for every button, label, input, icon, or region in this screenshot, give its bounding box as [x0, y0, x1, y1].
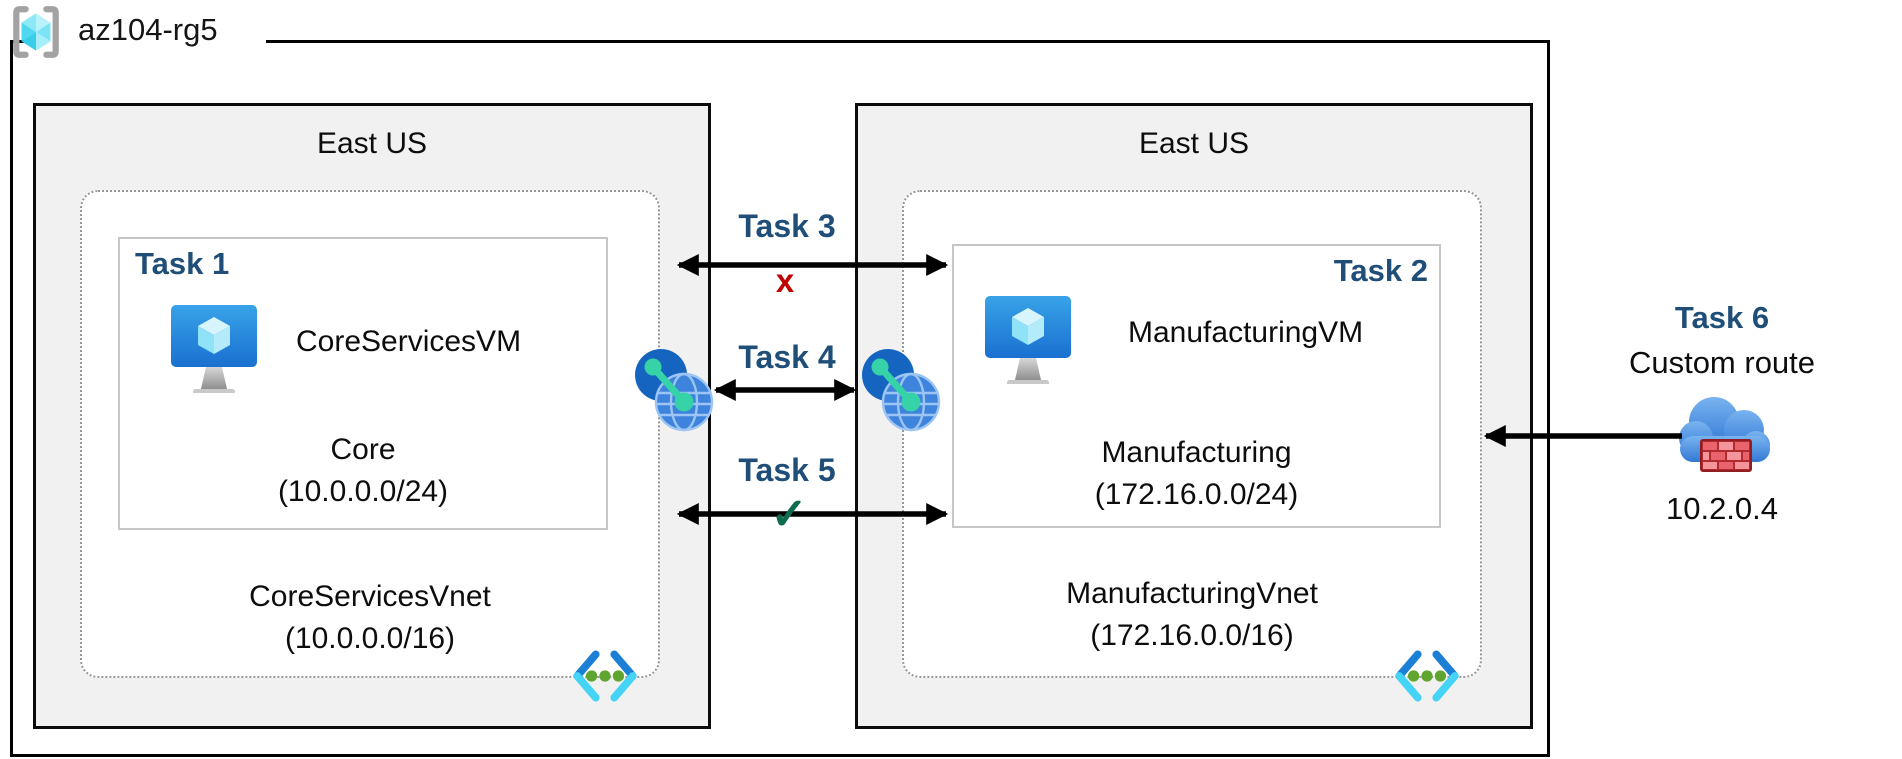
resource-group-icon — [13, 6, 59, 58]
task5-allowed-mark: ✓ — [770, 490, 808, 539]
vm-name: CoreServicesVM — [296, 325, 522, 358]
vnet-peering-icon-right — [862, 349, 941, 432]
resource-group-label-gap — [24, 33, 266, 48]
subnet-cidr: (10.0.0.0/24) — [277, 475, 449, 508]
task5-label: Task 5 — [738, 452, 836, 488]
subnet-box-manufacturing: Task 2 ManufacturingVM Manufacturing (17… — [952, 244, 1441, 528]
subnet-name: Core — [330, 433, 396, 466]
vnet-caption-coreservices: CoreServicesVnet (10.0.0.0/16) — [82, 576, 658, 660]
task4-label: Task 4 — [738, 339, 836, 375]
vm-coreservices: CoreServicesVM — [168, 303, 521, 405]
custom-route-ip: 10.2.0.4 — [1665, 491, 1779, 526]
task1-label: Task 1 — [135, 246, 230, 281]
vnet-cidr: (172.16.0.0/16) — [1090, 619, 1294, 652]
subnet-box-core: Task 1 — [118, 237, 608, 530]
region-left: East US Task 1 — [33, 103, 711, 729]
vm-name: ManufacturingVM — [1128, 316, 1364, 349]
virtual-network-icon — [573, 650, 637, 702]
cube-glyph — [21, 13, 51, 51]
subnet-caption-manufacturing: Manufacturing (172.16.0.0/24) — [954, 432, 1439, 516]
vnet-name: ManufacturingVnet — [1066, 577, 1318, 610]
vnet-box-coreservices: Task 1 — [80, 190, 660, 702]
firewall-cloud-icon — [1679, 397, 1770, 472]
vm-manufacturing: ManufacturingVM — [982, 294, 1363, 396]
subnet-name: Manufacturing — [1101, 436, 1292, 469]
region-left-location: East US — [316, 127, 428, 160]
subnet-caption-core: Core (10.0.0.0/24) — [120, 429, 606, 513]
task2-label: Task 2 — [1333, 253, 1428, 288]
vnet-peering-icon-left — [635, 349, 714, 432]
region-right: East US Task 2 ManufacturingVM Ma — [855, 103, 1533, 729]
virtual-machine-icon — [985, 296, 1071, 384]
firewall-bricks — [1700, 439, 1752, 472]
vnet-name: CoreServicesVnet — [249, 580, 491, 613]
subnet-cidr: (172.16.0.0/24) — [1094, 478, 1299, 511]
custom-route-label: Custom route — [1628, 345, 1816, 380]
vnet-cidr: (10.0.0.0/16) — [284, 622, 456, 655]
resource-group-name: az104-rg5 — [78, 12, 218, 47]
vnet-caption-manufacturing: ManufacturingVnet (172.16.0.0/16) — [904, 573, 1480, 657]
vnet-box-manufacturing: Task 2 ManufacturingVM Manufacturing (17… — [902, 190, 1482, 702]
task3-blocked-mark: x — [775, 262, 795, 299]
task6-label: Task 6 — [1674, 300, 1770, 335]
virtual-network-icon — [1395, 650, 1459, 702]
region-right-location: East US — [1138, 127, 1250, 160]
task3-label: Task 3 — [738, 208, 836, 244]
virtual-machine-icon — [171, 305, 257, 393]
